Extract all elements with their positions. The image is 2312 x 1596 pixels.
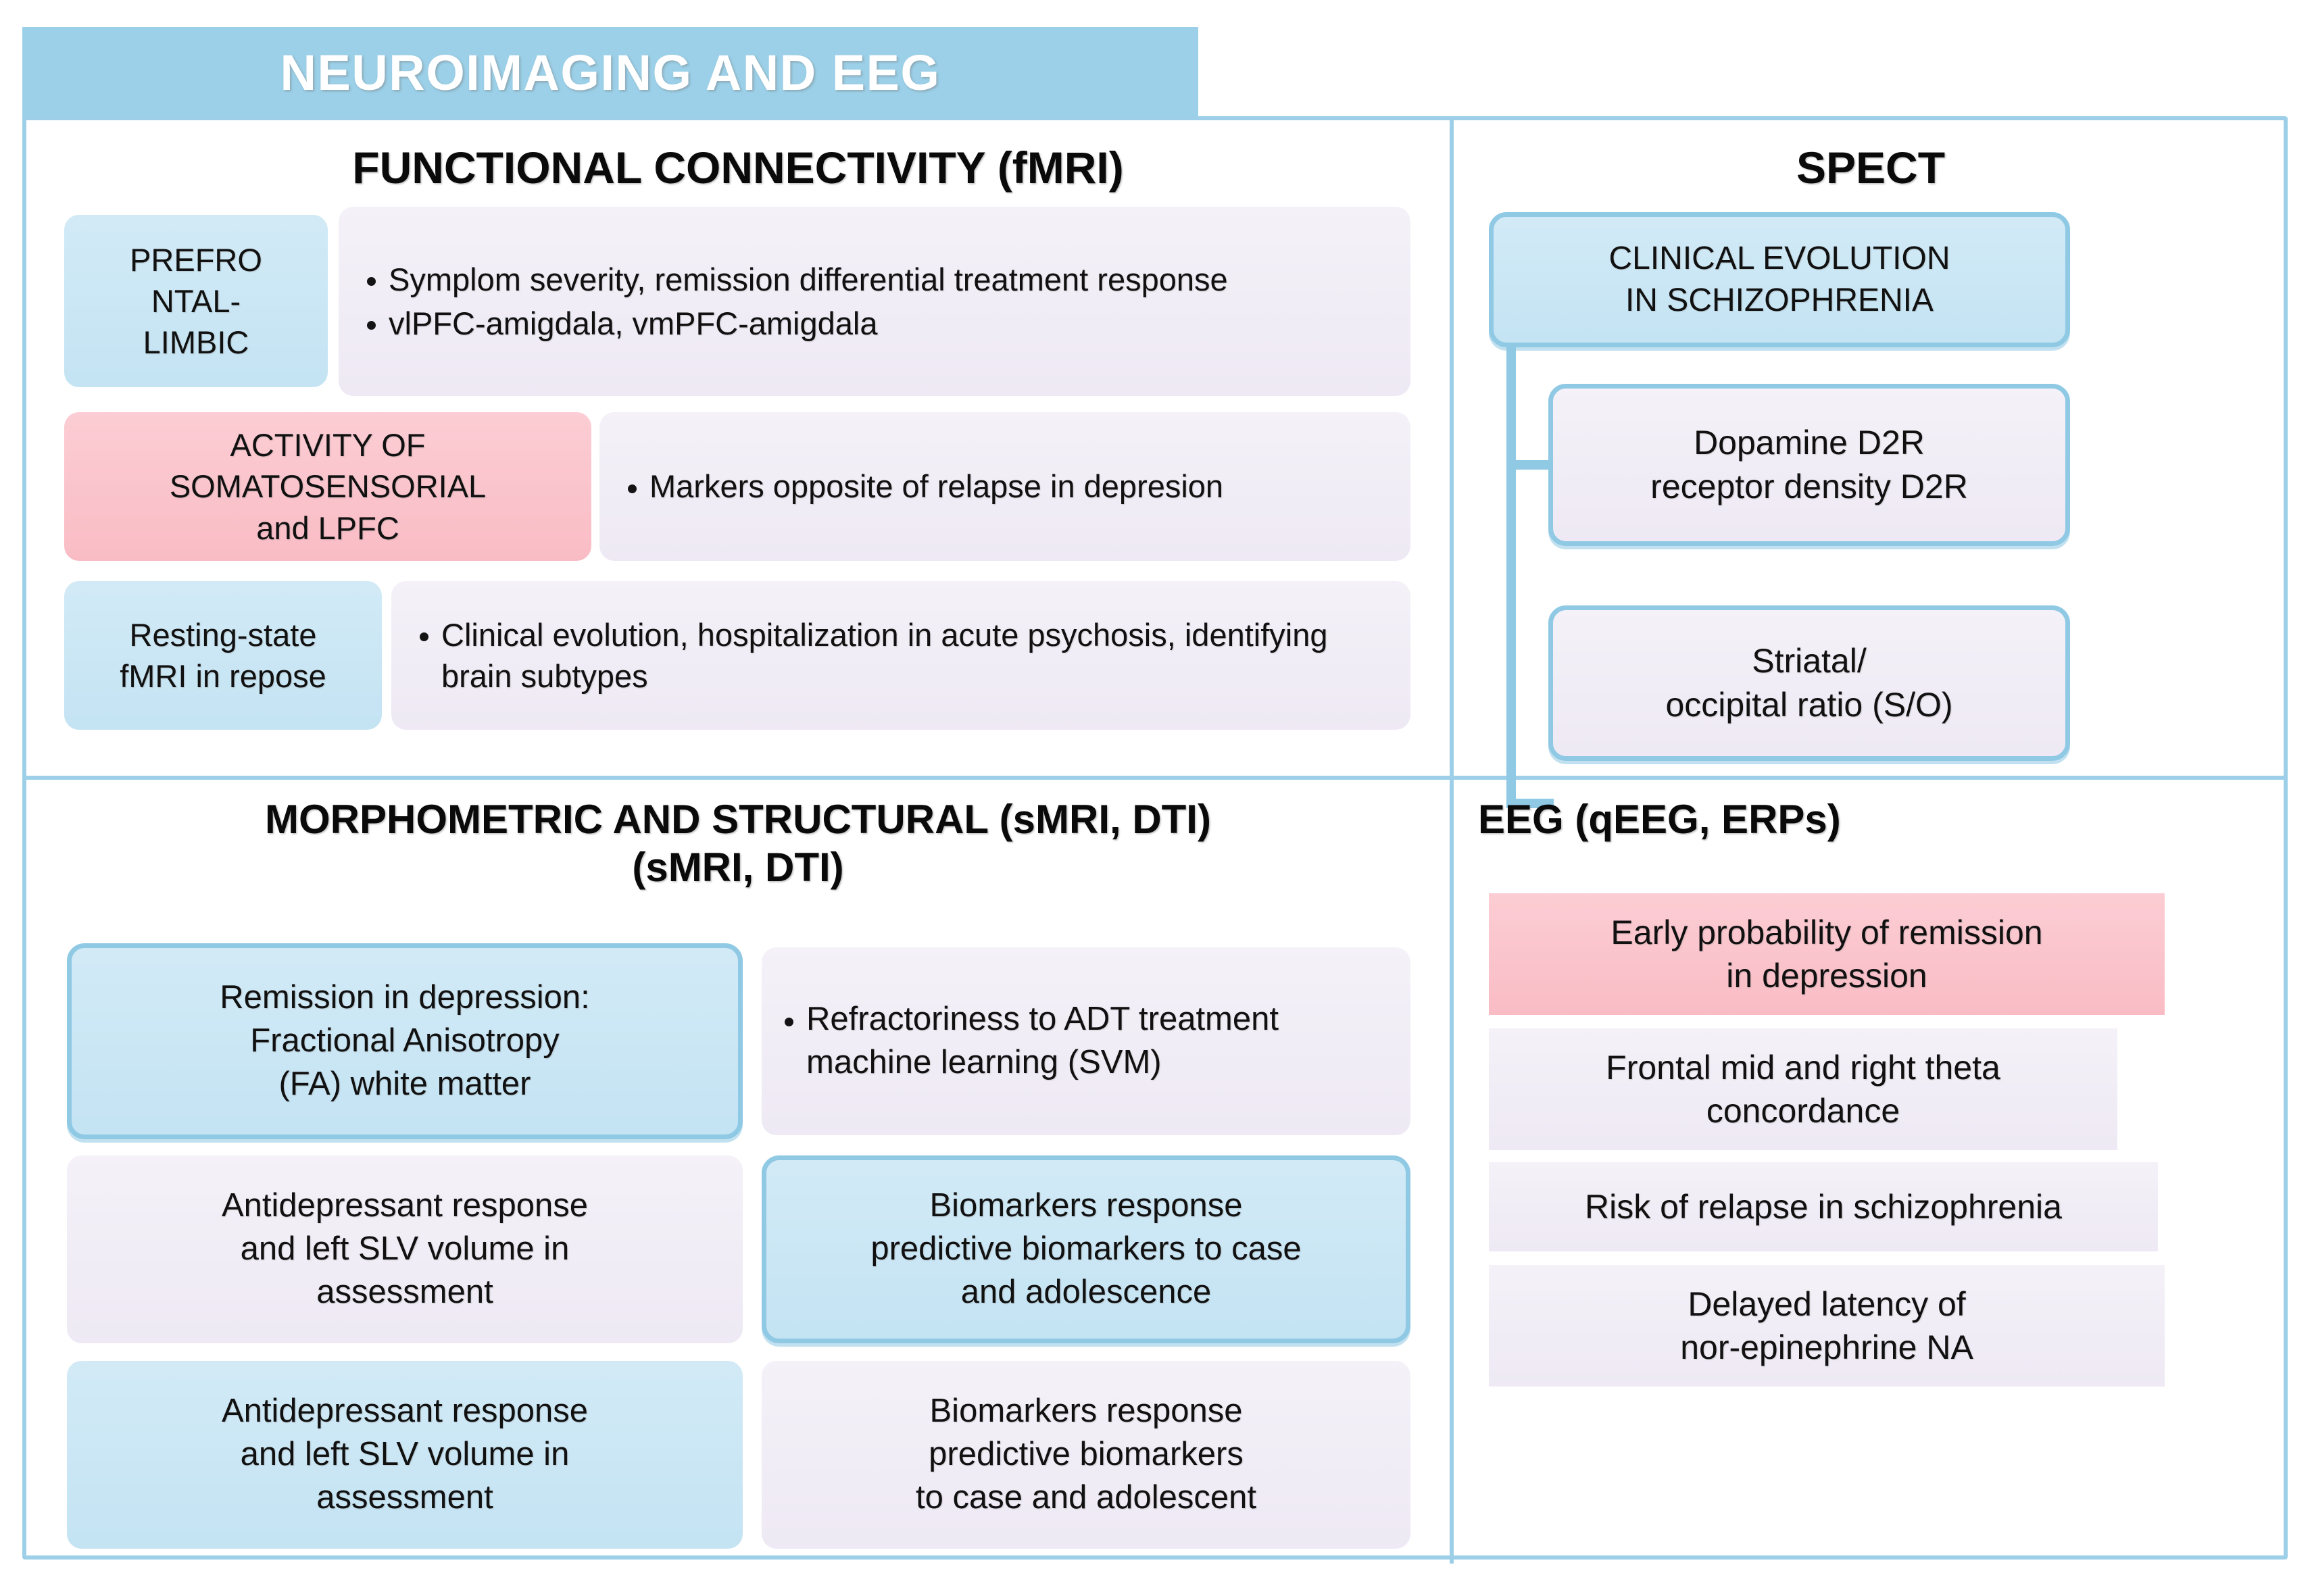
spect-head-label: CLINICAL EVOLUTION IN SCHIZOPHRENIA bbox=[1608, 240, 1950, 318]
morph-card-biomarkers-response-2-label: Biomarkers response predictive biomarker… bbox=[916, 1393, 1256, 1516]
spect-child-striatal-occipital-ratio: Striatal/ occipital ratio (S/O) bbox=[1548, 605, 2070, 761]
fmri-tag-prefrontal-limbic: PREFRO NTAL- LIMBIC bbox=[64, 215, 328, 387]
fmri-bullet-item: Markers opposite of relapse in depresion bbox=[622, 466, 1223, 507]
eeg-item-risk-relapse-schizophrenia-label: Risk of relapse in schizophrenia bbox=[1585, 1188, 2062, 1226]
morph-card-remission-depression-label: Remission in depression: Fractional Anis… bbox=[220, 979, 590, 1102]
fmri-tag-resting-state-label: Resting-state fMRI in repose bbox=[120, 616, 326, 694]
spect-connector-branch-2 bbox=[1506, 799, 1554, 808]
fmri-bullets-resting-state: Clinical evolution, hospitalization in a… bbox=[391, 581, 1410, 730]
morph-title-line-2: (sMRI, DTI) bbox=[632, 844, 844, 890]
morph-card-biomarkers-response-1: Biomarkers response predictive biomarker… bbox=[762, 1155, 1410, 1343]
section-spect: SPECT CLINICAL EVOLUTION IN SCHIZOPHRENI… bbox=[1454, 120, 2288, 808]
fmri-bullet-list-a: Symplom severity, remission differential… bbox=[362, 256, 1228, 347]
morph-title-line-1: MORPHOMETRIC AND STRUCTURAL (sMRI, DTI) bbox=[265, 797, 1211, 842]
section-morphometric-structural: MORPHOMETRIC AND STRUCTURAL (sMRI, DTI) … bbox=[26, 780, 1450, 1560]
fmri-bullet-item: vlPFC-amigdala, vmPFC-amigdala bbox=[362, 303, 1228, 344]
morph-card-refractoriness-adt: Refractoriness to ADT treatment machine … bbox=[762, 947, 1410, 1135]
spect-child-dopamine-d2r-label: Dopamine D2R receptor density D2R bbox=[1650, 424, 1968, 505]
fmri-bullets-prefrontal-limbic: Symplom severity, remission differential… bbox=[339, 207, 1410, 396]
spect-child-dopamine-d2r: Dopamine D2R receptor density D2R bbox=[1548, 384, 2070, 546]
eeg-item-early-probability-remission: Early probability of remission in depres… bbox=[1489, 893, 2165, 1015]
section-title-morphometric: MORPHOMETRIC AND STRUCTURAL (sMRI, DTI) … bbox=[26, 796, 1450, 892]
morph-card-antidepressant-response-1-label: Antidepressant response and left SLV vol… bbox=[221, 1187, 589, 1310]
fmri-bullets-activity-somatosensorial: Markers opposite of relapse in depresion bbox=[599, 412, 1410, 561]
section-title-eeg: EEG (qEEG, ERPs) bbox=[1478, 797, 1841, 842]
section-functional-connectivity: FUNCTIONAL CONNECTIVITY (fMRI) PREFRO NT… bbox=[26, 120, 1450, 776]
spect-head-clinical-evolution: CLINICAL EVOLUTION IN SCHIZOPHRENIA bbox=[1489, 212, 2070, 347]
fmri-tag-activity-somatosensorial: ACTIVITY OF SOMATOSENSORIAL and LPFC bbox=[64, 412, 591, 561]
eeg-item-early-probability-remission-label: Early probability of remission in depres… bbox=[1610, 914, 2043, 995]
eeg-item-frontal-theta-concordance-label: Frontal mid and right theta concordance bbox=[1606, 1049, 2000, 1130]
fmri-bullet-list-c: Clinical evolution, hospitalization in a… bbox=[414, 612, 1387, 699]
vertical-divider bbox=[1450, 120, 1454, 1564]
section-title-fmri: FUNCTIONAL CONNECTIVITY (fMRI) bbox=[352, 143, 1124, 193]
fmri-tag-activity-somatosensorial-label: ACTIVITY OF SOMATOSENSORIAL and LPFC bbox=[169, 427, 487, 546]
horizontal-divider bbox=[26, 776, 2284, 780]
morph-card-antidepressant-response-2-label: Antidepressant response and left SLV vol… bbox=[221, 1393, 589, 1516]
morph-card-remission-depression: Remission in depression: Fractional Anis… bbox=[67, 943, 743, 1139]
morph-card-antidepressant-response-2: Antidepressant response and left SLV vol… bbox=[67, 1361, 743, 1549]
morph-card-antidepressant-response-1: Antidepressant response and left SLV vol… bbox=[67, 1155, 743, 1343]
spect-child-striatal-occipital-ratio-label: Striatal/ occipital ratio (S/O) bbox=[1665, 642, 1953, 724]
fmri-bullet-list-b: Markers opposite of relapse in depresion bbox=[622, 463, 1223, 509]
spect-connector-branch-1 bbox=[1506, 460, 1554, 470]
eeg-item-risk-relapse-schizophrenia: Risk of relapse in schizophrenia bbox=[1489, 1162, 2158, 1251]
eeg-item-frontal-theta-concordance: Frontal mid and right theta concordance bbox=[1489, 1028, 2117, 1150]
diagram-title-banner: NEUROIMAGING AND EEG bbox=[22, 27, 1198, 122]
fmri-bullet-item: Clinical evolution, hospitalization in a… bbox=[414, 614, 1387, 697]
morph-bullet-item: Refractoriness to ADT treatment machine … bbox=[779, 998, 1393, 1084]
fmri-bullet-item: Symplom severity, remission differential… bbox=[362, 259, 1228, 300]
section-title-spect: SPECT bbox=[1796, 143, 1946, 193]
fmri-tag-resting-state: Resting-state fMRI in repose bbox=[64, 581, 382, 730]
fmri-tag-prefrontal-limbic-label: PREFRO NTAL- LIMBIC bbox=[130, 241, 262, 361]
morph-bullet-list-refractoriness: Refractoriness to ADT treatment machine … bbox=[779, 995, 1393, 1087]
eeg-item-delayed-latency-norepinephrine-label: Delayed latency of nor-epinephrine NA bbox=[1680, 1285, 1973, 1366]
morph-card-biomarkers-response-2: Biomarkers response predictive biomarker… bbox=[762, 1361, 1410, 1549]
morph-card-biomarkers-response-1-label: Biomarkers response predictive biomarker… bbox=[870, 1187, 1302, 1310]
section-eeg: EEG (qEEG, ERPs) Early probability of re… bbox=[1454, 780, 2288, 1560]
diagram-title-text: NEUROIMAGING AND EEG bbox=[280, 44, 941, 101]
spect-connector-vertical bbox=[1506, 347, 1516, 808]
diagram-frame: FUNCTIONAL CONNECTIVITY (fMRI) PREFRO NT… bbox=[22, 116, 2288, 1564]
eeg-item-delayed-latency-norepinephrine: Delayed latency of nor-epinephrine NA bbox=[1489, 1265, 2165, 1387]
